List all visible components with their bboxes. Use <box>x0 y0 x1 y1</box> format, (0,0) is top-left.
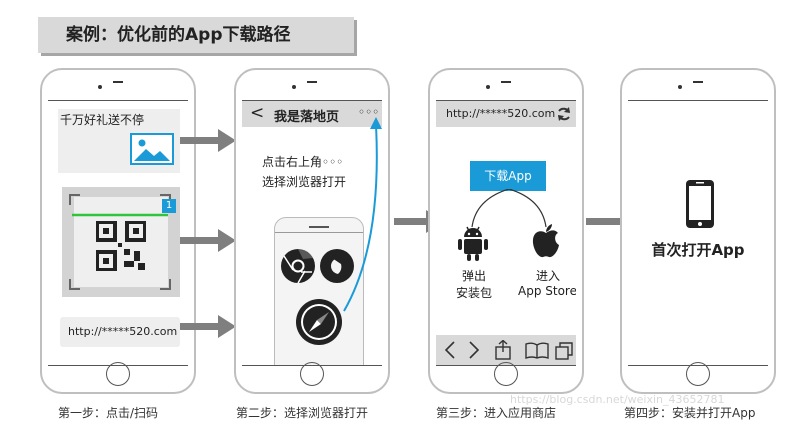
instruction-line-1: 点击右上角◦◦◦ <box>262 155 344 169</box>
open-app-text: 首次打开App <box>651 241 745 259</box>
phone-step-1: 千万好礼送不停 1 <box>40 68 196 394</box>
curved-arrow-icon <box>343 117 382 312</box>
address-bar[interactable] <box>436 101 576 127</box>
caption-step-1: 第一步：点击/扫码 <box>58 406 159 420</box>
landing-title: 我是落地页 <box>274 110 340 125</box>
phone-speaker <box>501 81 511 83</box>
arrow-right-icon <box>180 129 236 152</box>
browser-toolbar <box>436 335 576 365</box>
phone-screen: < 我是落地页 ◦◦◦ 点击右上角◦◦◦ 选择浏览器打开 <box>242 100 382 366</box>
browser-icons <box>281 249 354 345</box>
phone-screen: 首次打开App <box>628 100 768 366</box>
arrow-right-icon <box>180 315 236 338</box>
forward-icon <box>469 341 480 359</box>
chrome-icon <box>281 249 315 284</box>
bookmarks-icon <box>525 342 549 359</box>
phone-speaker <box>113 81 123 83</box>
phone-camera <box>486 85 490 89</box>
phone-speaker <box>307 81 317 83</box>
home-button[interactable] <box>106 362 130 386</box>
phone-step-4: 首次打开App <box>620 68 776 394</box>
phone-camera <box>98 85 102 89</box>
branch-lines <box>471 189 547 228</box>
share-icon <box>495 340 511 360</box>
image-icon <box>130 133 174 165</box>
back-icon <box>444 341 455 359</box>
url-text: http://*****520.com <box>68 325 178 338</box>
instruction-line-2: 选择浏览器打开 <box>262 175 347 189</box>
caption-step-3: 第三步：进入应用商店 <box>436 406 557 420</box>
safari-icon <box>296 299 342 345</box>
mini-phone-speaker <box>309 226 329 228</box>
qr-badge: 1 <box>162 199 176 213</box>
mini-phone <box>274 217 364 365</box>
phone-screen: http://*****520.com 下载App 弹出 安装包 进入 App … <box>436 100 576 366</box>
tabs-icon <box>555 342 573 360</box>
apple-icon <box>532 224 559 258</box>
home-button[interactable] <box>300 362 324 386</box>
firefox-icon <box>320 249 354 283</box>
home-button[interactable] <box>494 362 518 386</box>
landing-header <box>242 101 382 127</box>
watermark: https://blog.csdn.net/weixin_43652781 <box>510 393 725 406</box>
arrow-right-icon <box>180 229 236 252</box>
address-url: http://*****520.com <box>446 107 556 120</box>
url-link[interactable] <box>60 317 180 347</box>
ios-label-line-2: App Store <box>518 284 576 298</box>
home-button[interactable] <box>686 362 710 386</box>
qr-panel <box>74 197 168 287</box>
refresh-icon[interactable] <box>556 106 572 122</box>
scan-frame-icon <box>69 194 171 290</box>
page-title: 案例：优化前的App下载路径 <box>66 25 291 45</box>
toolbar-icons <box>444 340 573 360</box>
phone-step-2: < 我是落地页 ◦◦◦ 点击右上角◦◦◦ 选择浏览器打开 <box>234 68 390 394</box>
mini-phone-divider <box>275 232 363 233</box>
caption-step-2: 第二步：选择浏览器打开 <box>236 406 369 420</box>
phone-screen: 千万好礼送不停 1 <box>48 100 188 366</box>
phone-step-3: http://*****520.com 下载App 弹出 安装包 进入 App … <box>428 68 584 394</box>
qr-code-icon <box>96 221 146 271</box>
smartphone-icon <box>686 180 714 228</box>
android-label-line-2: 安装包 <box>456 286 493 300</box>
title-banner <box>38 17 354 53</box>
ios-label-line-1: 进入 <box>536 269 561 283</box>
phone-speaker <box>693 81 703 83</box>
caption-step-4: 第四步：安装并打开App <box>624 406 756 420</box>
back-icon[interactable]: < <box>250 103 265 123</box>
android-label-line-1: 弹出 <box>462 269 487 283</box>
android-icon <box>458 226 488 261</box>
phone-camera <box>678 85 682 89</box>
more-menu-icon[interactable]: ◦◦◦ <box>358 105 380 119</box>
phone-camera <box>292 85 296 89</box>
download-app-button[interactable]: 下载App <box>470 161 546 191</box>
ad-text: 千万好礼送不停 <box>60 113 145 127</box>
